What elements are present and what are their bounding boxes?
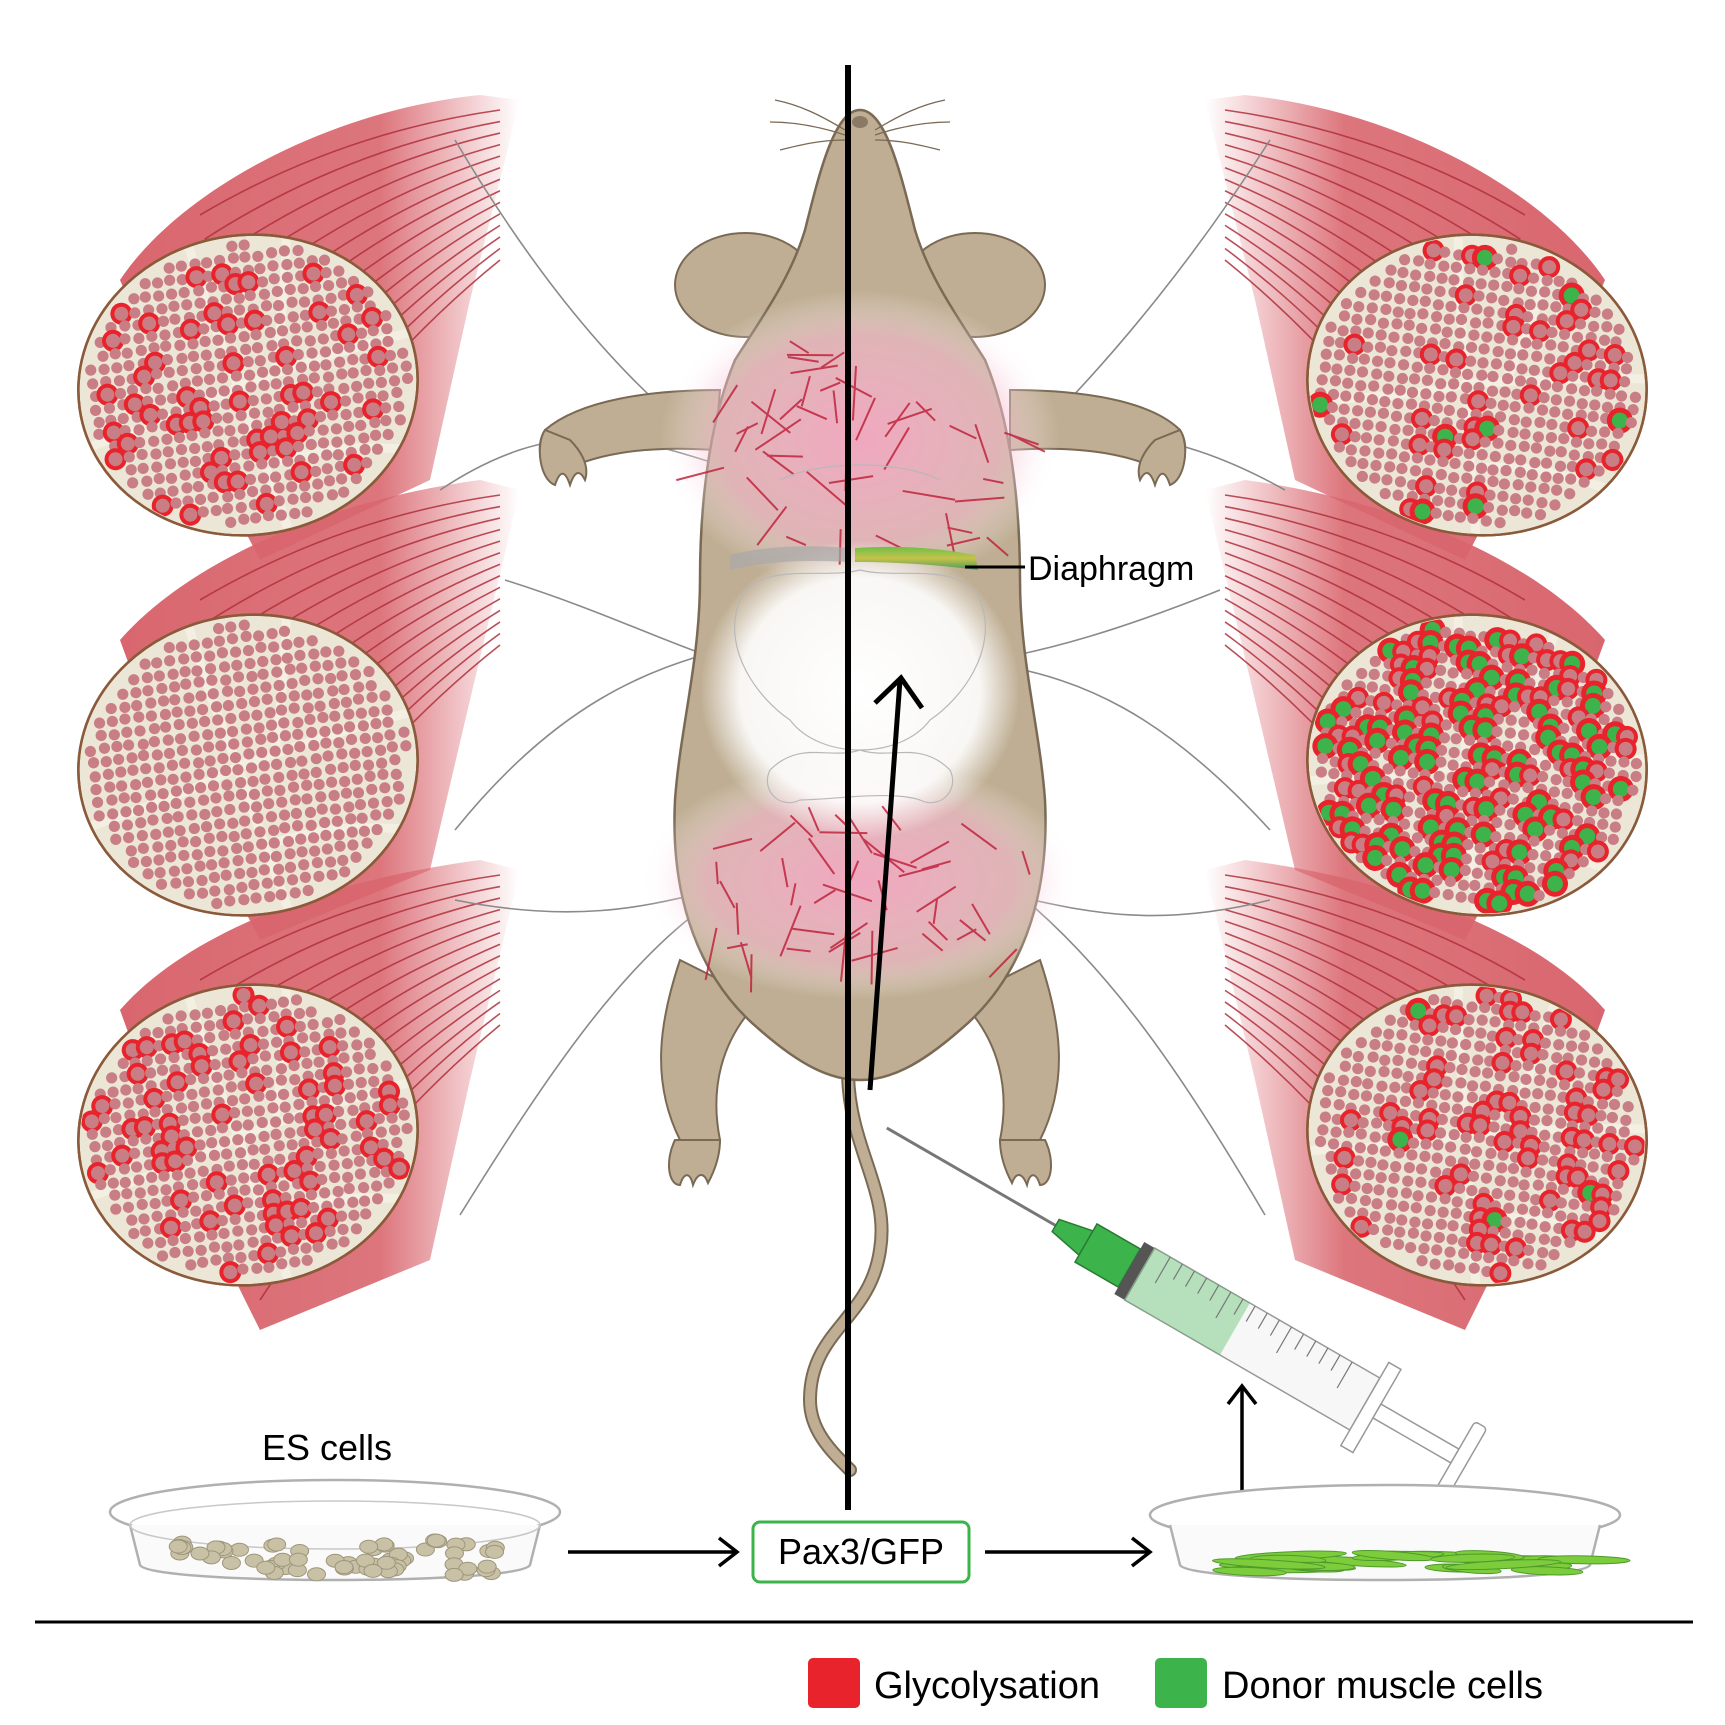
legend-label-glycolysation: Glycolysation [874, 1665, 1100, 1707]
diaphragm-label: Diaphragm [1028, 550, 1194, 588]
es-cells-dish [108, 1478, 562, 1582]
legend-swatch-donor [1155, 1658, 1207, 1708]
pax3-gfp-label: Pax3/GFP [778, 1531, 944, 1572]
right-cross-section-bottom [1302, 980, 1650, 1287]
donor-cells-dish [1148, 1483, 1631, 1582]
right-cross-section-middle [1302, 610, 1650, 917]
mouse [538, 99, 1187, 1477]
syringe [886, 1126, 1487, 1497]
legend-label-donor: Donor muscle cells [1222, 1665, 1543, 1707]
es-to-pax3-arrow [568, 1536, 740, 1568]
left-cross-section-bottom [77, 977, 430, 1287]
pax3-gfp-box [751, 1520, 971, 1584]
injection-arrow [867, 674, 925, 1091]
right-cross-section-top [1302, 230, 1650, 537]
legend: Glycolysation Donor muscle cells [808, 1658, 1543, 1708]
diaphragm-band-left [730, 546, 850, 570]
left-cross-section-middle [77, 607, 430, 917]
pax3-to-dish-arrow [985, 1536, 1153, 1568]
diaphragm-band-right [855, 546, 978, 570]
es-cells-label: ES cells [262, 1427, 392, 1468]
left-cross-section-top [77, 227, 430, 537]
legend-swatch-glycolysation [808, 1658, 860, 1708]
